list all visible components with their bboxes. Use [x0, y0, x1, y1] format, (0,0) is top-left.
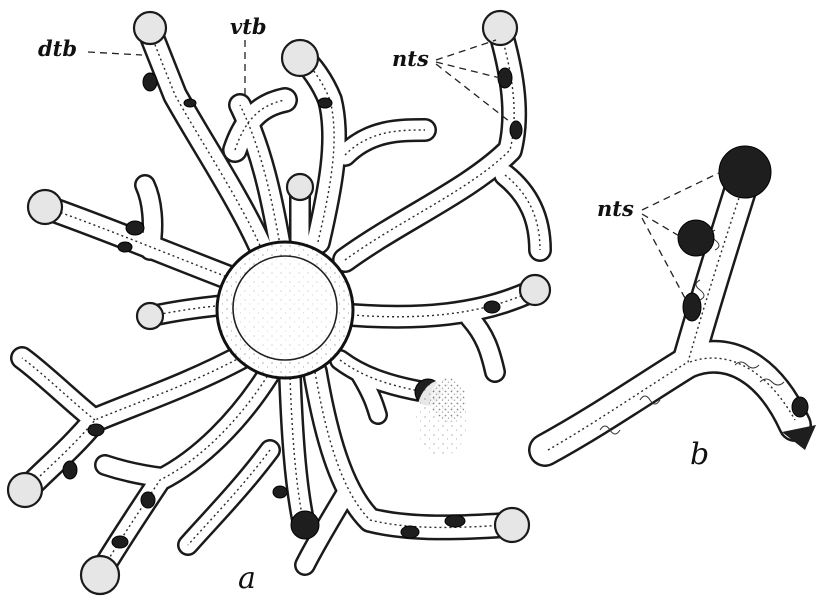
panel-a-medusa: dtb vtb nts a — [8, 11, 550, 596]
central-disc — [217, 242, 353, 378]
label-panel-b: b — [690, 437, 709, 472]
label-nts-a: nts — [392, 46, 429, 71]
panel-b-branch: nts b — [545, 146, 816, 472]
label-panel-a: a — [238, 561, 256, 596]
label-vtb: vtb — [230, 14, 267, 39]
label-nts-b: nts — [597, 196, 634, 221]
label-dtb: dtb — [38, 36, 77, 61]
